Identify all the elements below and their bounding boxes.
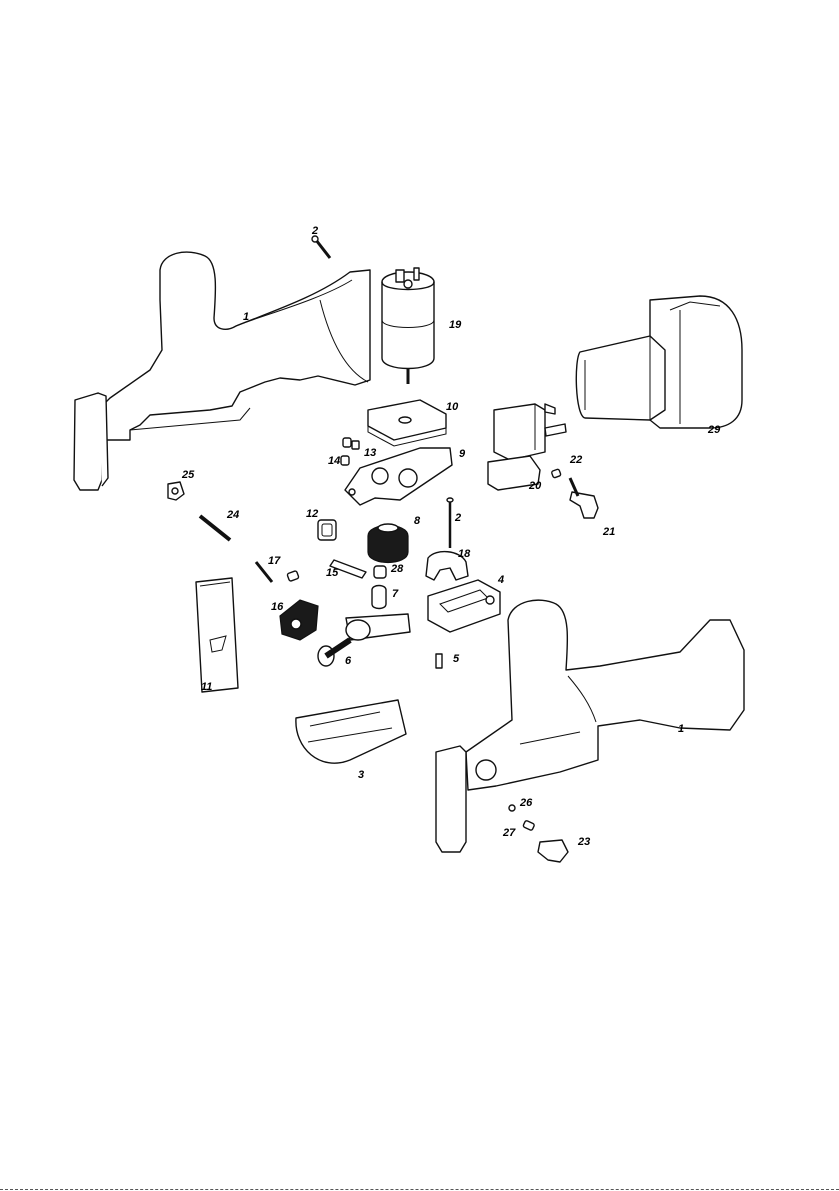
callout-13: 13 xyxy=(364,447,376,459)
callout-22: 22 xyxy=(569,454,582,466)
spring-clips xyxy=(341,438,359,465)
callout-2-top: 2 xyxy=(311,225,318,237)
callout-10: 10 xyxy=(446,401,459,413)
callout-27: 27 xyxy=(502,827,516,839)
screw-top xyxy=(312,236,330,258)
callout-21: 21 xyxy=(602,526,615,538)
pin-small xyxy=(436,654,442,668)
callout-19: 19 xyxy=(449,319,462,331)
housing-half-right xyxy=(436,600,744,852)
switch-button-parts xyxy=(551,469,598,518)
callout-26: 26 xyxy=(519,797,533,809)
callout-3: 3 xyxy=(358,769,364,781)
gear-housing xyxy=(428,580,500,632)
callout-11: 11 xyxy=(201,681,212,693)
callout-29: 29 xyxy=(707,424,721,436)
callout-9: 9 xyxy=(459,448,466,460)
callout-8: 8 xyxy=(414,515,421,527)
latch-parts xyxy=(509,805,568,862)
lever-plate xyxy=(345,448,452,505)
callout-25: 25 xyxy=(181,469,195,481)
screw-long xyxy=(447,498,453,548)
clamp xyxy=(280,600,318,640)
callout-28: 28 xyxy=(390,563,404,575)
callout-15: 15 xyxy=(326,567,339,579)
callout-7: 7 xyxy=(392,588,399,600)
callout-20: 20 xyxy=(528,480,542,492)
nut xyxy=(168,482,184,500)
motor xyxy=(382,268,434,384)
callout-4: 4 xyxy=(497,574,504,586)
plunger-shaft xyxy=(318,614,410,666)
sleeve xyxy=(372,586,386,609)
bushing-square xyxy=(318,520,336,540)
callout-12: 12 xyxy=(306,508,318,520)
callout-18: 18 xyxy=(458,548,471,560)
callout-1-upper: 1 xyxy=(243,311,249,323)
callout-2-lower: 2 xyxy=(454,512,461,524)
cover-plate xyxy=(368,400,446,446)
callout-17: 17 xyxy=(268,555,281,567)
callout-1-lower: 1 xyxy=(678,723,684,735)
spacer xyxy=(374,566,386,578)
housing-half-left xyxy=(74,252,370,490)
callout-14: 14 xyxy=(328,455,340,467)
callout-23: 23 xyxy=(577,836,590,848)
callout-16: 16 xyxy=(271,601,284,613)
battery-pack xyxy=(576,296,742,428)
callout-6: 6 xyxy=(345,655,352,667)
callout-24: 24 xyxy=(226,509,239,521)
shoe xyxy=(296,700,406,763)
blade-guard-plate xyxy=(196,578,238,692)
pin-rod xyxy=(200,516,230,540)
callout-5: 5 xyxy=(453,653,460,665)
gear xyxy=(368,524,408,563)
